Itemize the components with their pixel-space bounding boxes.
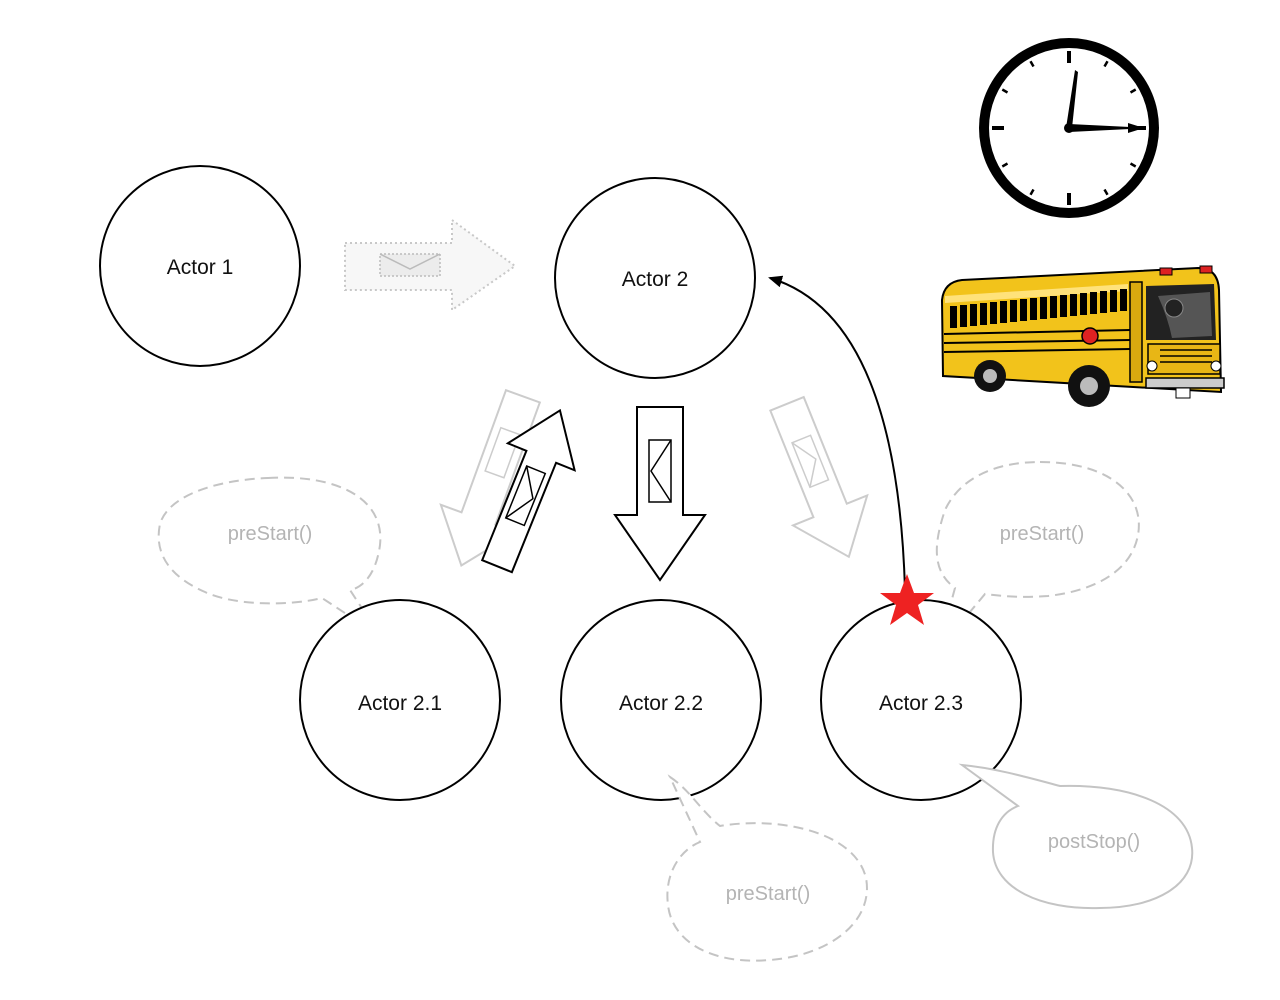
school-bus-icon xyxy=(940,265,1225,407)
actor-2-3-label: Actor 2.3 xyxy=(879,692,963,715)
envelope-icon xyxy=(504,465,547,527)
envelope-icon xyxy=(648,439,672,503)
prestart-bubble-actor-2-2: preStart() xyxy=(666,774,868,962)
actor-2-1-label: Actor 2.1 xyxy=(358,692,442,715)
prestart-bubble-actor-2-1: preStart() xyxy=(157,476,382,637)
message-arrow-down xyxy=(613,406,707,582)
actor-2: Actor 2 xyxy=(554,177,756,379)
bubble-label: preStart() xyxy=(228,523,312,545)
poststop-bubble-actor-2-3: postStop() xyxy=(958,763,1194,910)
message-arrow-up xyxy=(480,408,577,574)
actor-2-2-label: Actor 2.2 xyxy=(619,692,703,715)
envelope-icon xyxy=(791,434,830,489)
bubble-label: preStart() xyxy=(1000,523,1084,545)
actor-1-label: Actor 1 xyxy=(167,256,234,279)
actor-2-3: Actor 2.3 xyxy=(820,599,1022,801)
actor-2-2: Actor 2.2 xyxy=(560,599,762,801)
actor-2-label: Actor 2 xyxy=(622,268,689,291)
bubble-label: preStart() xyxy=(726,883,810,905)
actor-1: Actor 1 xyxy=(99,165,301,367)
restart-arrow xyxy=(768,275,906,591)
message-arrow-a1-to-a2 xyxy=(344,218,517,312)
faded-arrow-to-actor-2-3 xyxy=(769,395,869,559)
clock-icon xyxy=(979,38,1159,218)
bubble-label: postStop() xyxy=(1048,831,1140,853)
prestart-bubble-actor-2-3: preStart() xyxy=(935,460,1140,651)
envelope-icon xyxy=(379,253,441,277)
actor-2-1: Actor 2.1 xyxy=(299,599,501,801)
star-icon xyxy=(880,574,934,625)
